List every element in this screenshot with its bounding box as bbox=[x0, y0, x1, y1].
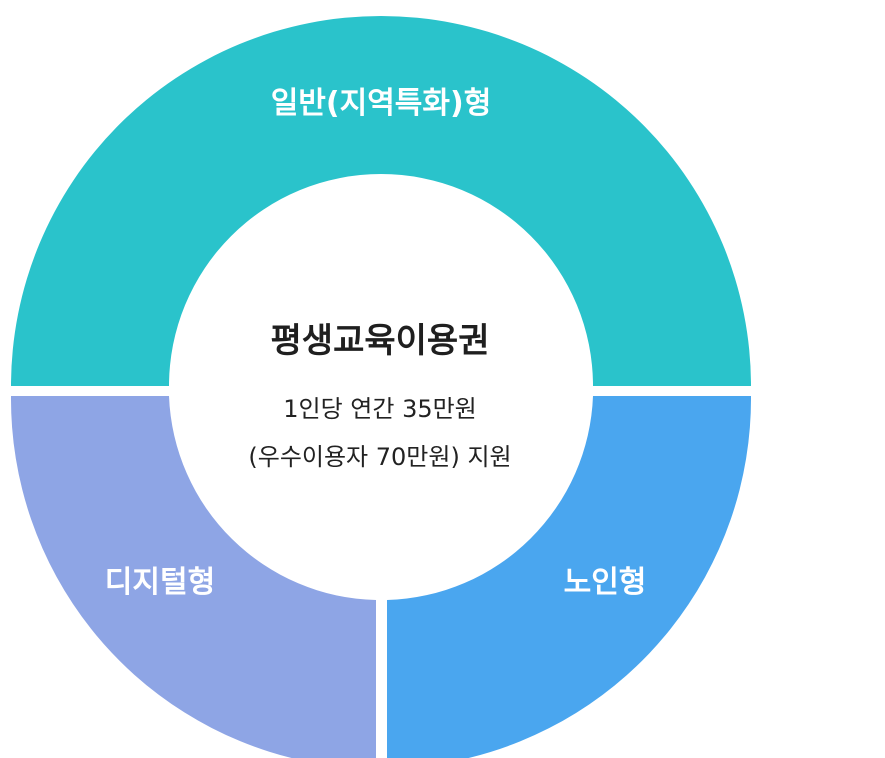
center-title: 평생교육이용권 bbox=[271, 321, 490, 361]
center-amount-line: 1인당 연간 35만원 bbox=[283, 395, 477, 423]
segment-digital bbox=[10, 396, 376, 758]
segment-label-senior: 노인형 bbox=[564, 565, 647, 600]
segment-senior bbox=[387, 396, 752, 758]
segment-label-general: 일반(지역특화)형 bbox=[271, 86, 492, 121]
segment-general-regional bbox=[11, 16, 751, 386]
segment-label-digital: 디지털형 bbox=[105, 565, 215, 600]
center-support-line: (우수이용자 70만원) 지원 bbox=[248, 443, 511, 471]
